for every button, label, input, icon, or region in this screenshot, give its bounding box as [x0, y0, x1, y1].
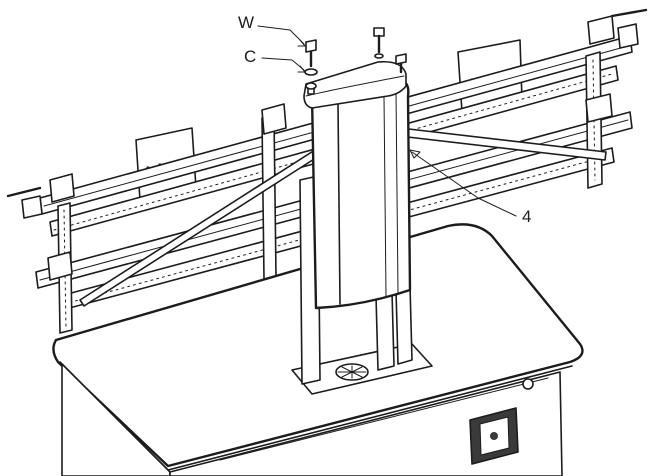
column-cover: [310, 76, 412, 310]
callout-c-label: C: [244, 47, 256, 66]
end-handle-left: [6, 186, 43, 219]
rail-clamps: [47, 15, 615, 281]
screw-icon: [395, 53, 407, 74]
callout-w-label: W: [238, 13, 254, 32]
cap-icon: [305, 82, 317, 95]
screw-group: [304, 27, 407, 95]
vent-grille: [469, 407, 519, 465]
callout-w: W: [238, 13, 306, 47]
diagonal-braces: [79, 127, 607, 307]
callout-c: C: [244, 47, 306, 73]
frame-post-mid-left: [261, 114, 277, 280]
screw-icon: [373, 27, 385, 59]
screw-icon: [305, 39, 317, 68]
end-handle-right: [610, 8, 648, 49]
callout-4: 4: [409, 149, 531, 226]
callout-4-label: 4: [522, 207, 531, 226]
washer-icon: [304, 68, 318, 76]
table-cabinet: [61, 363, 563, 476]
